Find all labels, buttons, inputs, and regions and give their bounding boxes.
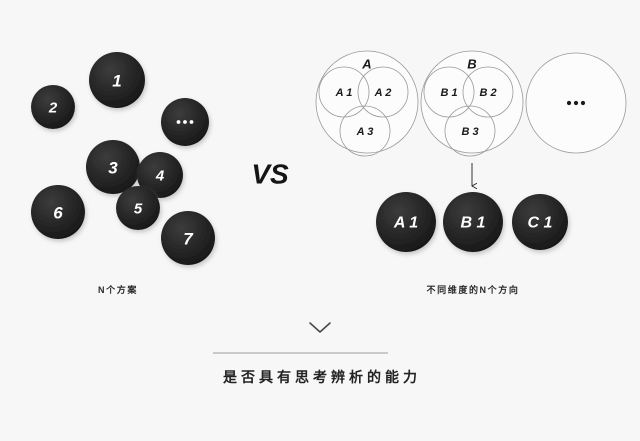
footer-section: 是否具有思考辨析的能力	[213, 322, 421, 385]
dimension-a2-label: A 2	[374, 87, 392, 99]
scheme-ball-4-shape[interactable]	[137, 152, 183, 198]
scheme-ball-2[interactable]: 2	[31, 85, 75, 129]
result-ball-c1-label: C 1	[528, 215, 553, 232]
left-scheme-group: 1 2 3 4	[31, 52, 215, 295]
scheme-ball-3[interactable]: 3	[86, 140, 140, 194]
ellipsis-icon	[176, 120, 194, 124]
result-ball-a1-shape[interactable]	[376, 192, 436, 252]
scheme-ball-1-label: 1	[112, 72, 121, 91]
scheme-ball-3-label: 3	[108, 159, 118, 178]
dimension-a2-shape[interactable]	[357, 66, 409, 118]
vs-label: VS	[251, 159, 289, 190]
scheme-ball-6[interactable]: 6	[31, 185, 85, 239]
scheme-ball-6-shape[interactable]	[31, 185, 85, 239]
ellipsis-icon	[566, 100, 586, 106]
dimension-b2-label: B 2	[479, 87, 496, 99]
scheme-ball-2-shape[interactable]	[31, 85, 75, 129]
right-dimension-group: A A 1 A 2 A 3 B B 1 B 2 B 3	[315, 50, 627, 295]
scheme-ball-7-shape[interactable]	[161, 211, 215, 265]
dimension-b3-label: B 3	[461, 126, 478, 138]
result-ball-a1-label: A 1	[393, 215, 418, 232]
scheme-ball-4[interactable]: 4	[137, 152, 183, 198]
right-group-caption: 不同维度的N个方向	[427, 284, 520, 295]
left-group-caption: N个方案	[98, 284, 138, 295]
dimension-a3-label: A 3	[356, 126, 374, 138]
result-ball-b1-shape[interactable]	[443, 192, 503, 252]
scheme-ball-7-label: 7	[183, 230, 194, 249]
scheme-ball-3-shape[interactable]	[86, 140, 140, 194]
dimension-circle-a[interactable]: A A 1 A 2 A 3	[315, 50, 419, 157]
result-ball-c1[interactable]: C 1	[512, 194, 568, 250]
dimension-b3-shape[interactable]	[444, 105, 496, 157]
scheme-ball-5-label: 5	[134, 201, 143, 218]
result-ball-b1[interactable]: B 1	[443, 192, 503, 252]
scheme-ball-2-label: 2	[48, 100, 58, 117]
dimension-a1-label: A 1	[335, 87, 353, 99]
scheme-ball-7[interactable]: 7	[161, 211, 215, 265]
dimension-a3-shape[interactable]	[339, 105, 391, 157]
result-ball-b1-label: B 1	[461, 215, 486, 232]
dimension-circle-a-label: A	[361, 57, 371, 72]
dimension-circle-ellipsis[interactable]	[525, 52, 627, 154]
scheme-ball-1[interactable]: 1	[89, 52, 145, 108]
scheme-ball-5-shape[interactable]	[116, 186, 160, 230]
scheme-ball-6-label: 6	[53, 204, 63, 223]
dimension-circle-b-label: B	[467, 57, 476, 72]
footer-headline: 是否具有思考辨析的能力	[223, 369, 421, 385]
chevron-down-icon	[309, 322, 331, 333]
result-ball-c1-shape[interactable]	[512, 194, 568, 250]
result-ball-a1[interactable]: A 1	[376, 192, 436, 252]
dimension-b2-shape[interactable]	[462, 66, 514, 118]
scheme-ball-5[interactable]: 5	[116, 186, 160, 230]
scheme-ball-ellipsis[interactable]	[161, 98, 209, 146]
scheme-ball-1-shape[interactable]	[89, 52, 145, 108]
dimension-b1-label: B 1	[440, 87, 457, 99]
dimension-circle-b[interactable]: B B 1 B 2 B 3	[420, 50, 524, 157]
scheme-ball-4-label: 4	[155, 168, 165, 185]
